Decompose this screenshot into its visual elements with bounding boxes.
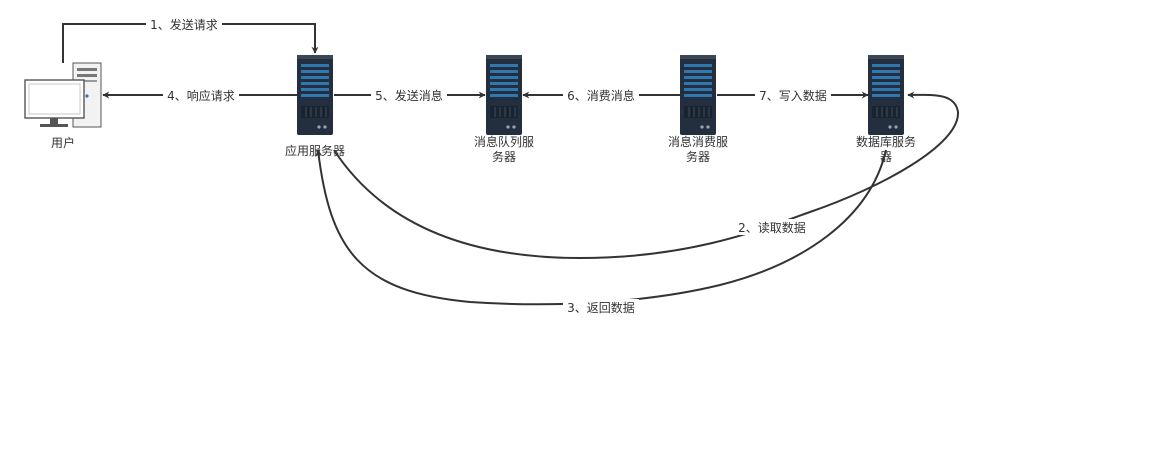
mq-server-label-line2: 务器: [492, 149, 516, 164]
desktop-computer-icon: [24, 62, 102, 128]
server-rack-icon: [296, 54, 334, 136]
svg-text:5、发送消息: 5、发送消息: [375, 88, 443, 103]
db-server-label-line1: 数据库服务: [856, 134, 916, 149]
consumer-server-label-line1: 消息消费服: [668, 134, 728, 149]
svg-text:7、写入数据: 7、写入数据: [759, 88, 827, 103]
edge-label-write-data: 7、写入数据: [755, 87, 831, 103]
svg-text:1、发送请求: 1、发送请求: [150, 17, 218, 32]
db-server-label-line2: 器: [880, 150, 892, 164]
app-server-node: 应用服务器: [285, 54, 345, 158]
edge-label-respond-request: 4、响应请求: [163, 87, 239, 103]
edge-label-read-data: 2、读取数据: [734, 219, 810, 235]
svg-text:4、响应请求: 4、响应请求: [167, 88, 235, 103]
edge-label-send-message: 5、发送消息: [371, 87, 447, 103]
server-rack-icon: [867, 54, 905, 136]
mq-server-node: 消息队列服 务器: [474, 54, 534, 164]
server-rack-icon: [679, 54, 717, 136]
server-rack-icon: [485, 54, 523, 136]
consumer-server-label-line2: 务器: [686, 149, 710, 164]
app-server-label: 应用服务器: [285, 143, 345, 158]
svg-text:3、返回数据: 3、返回数据: [567, 300, 635, 315]
edge-label-consume-message: 6、消费消息: [563, 87, 639, 103]
svg-text:6、消费消息: 6、消费消息: [567, 88, 635, 103]
consumer-server-node: 消息消费服 务器: [668, 54, 728, 164]
svg-text:2、读取数据: 2、读取数据: [738, 220, 806, 235]
db-server-node: 数据库服务 器: [856, 54, 916, 164]
mq-server-label-line1: 消息队列服: [474, 134, 534, 149]
edge-label-send-request: 1、发送请求: [146, 16, 222, 32]
user-label: 用户: [51, 135, 75, 150]
edge-read-data: [333, 91, 960, 260]
edge-label-return-data: 3、返回数据: [563, 299, 639, 315]
user-node: 用户: [24, 62, 102, 150]
